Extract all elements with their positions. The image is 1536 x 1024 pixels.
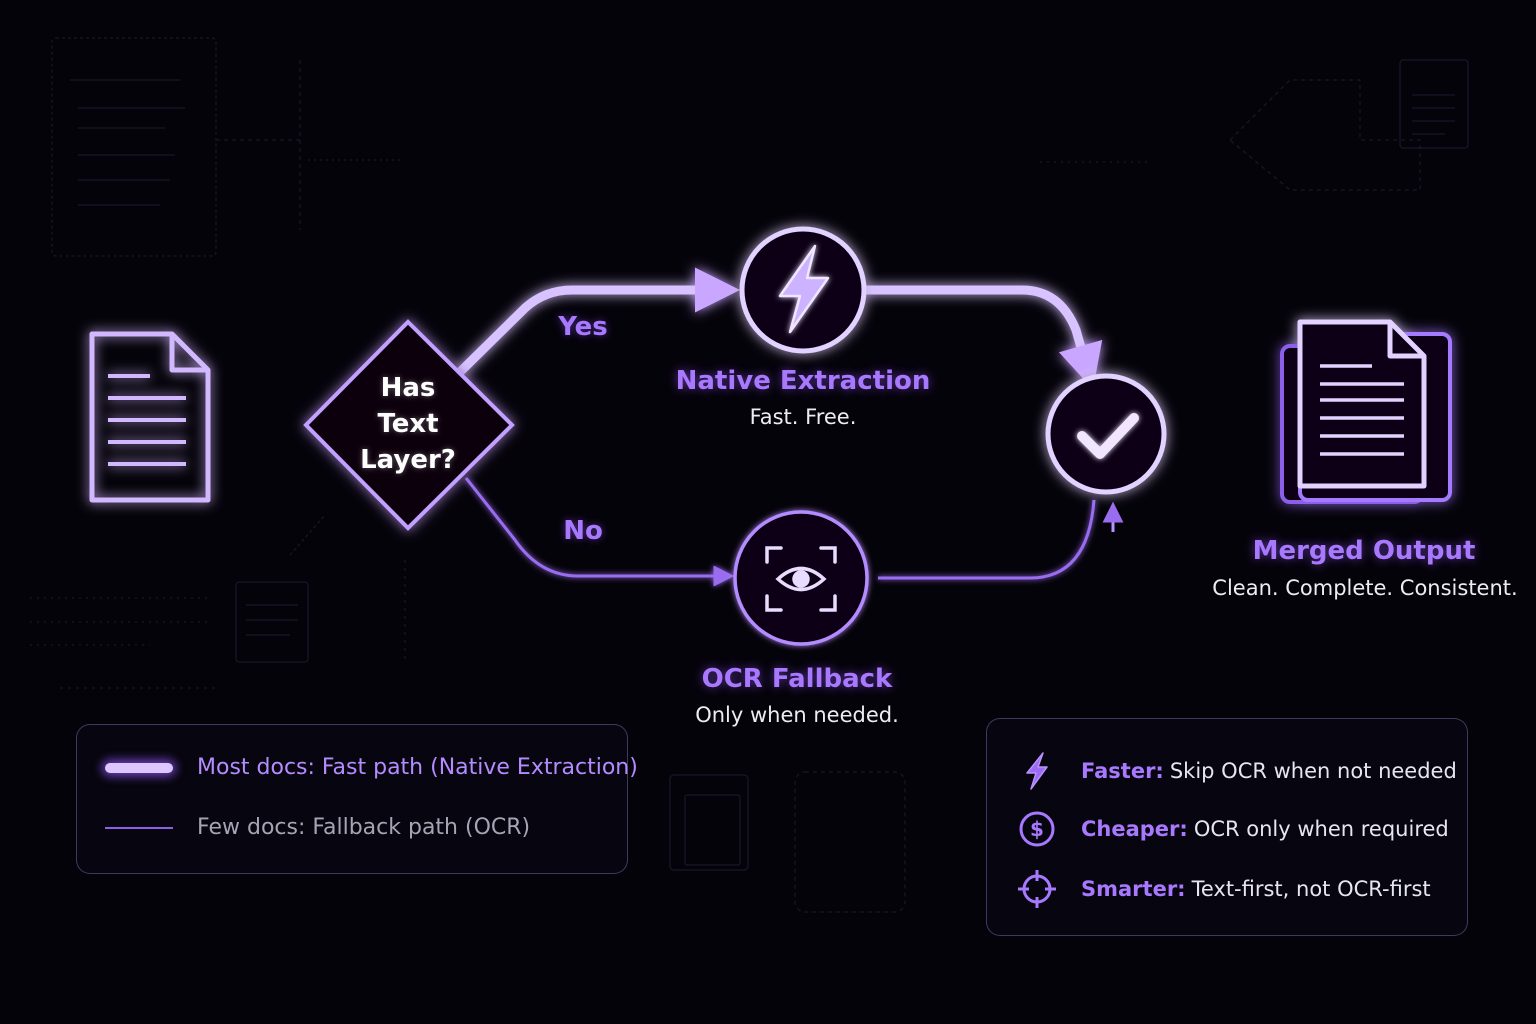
ocr-fallback-subtitle: Only when needed.: [695, 703, 899, 727]
merged-output-title: Merged Output: [1252, 536, 1476, 566]
native-extraction-title: Native Extraction: [675, 366, 931, 396]
legend-fast-label: Most docs: Fast path (Native Extraction): [197, 755, 638, 780]
legend-fallback-label: Few docs: Fallback path (OCR): [197, 815, 531, 840]
benefit-faster-text: Skip OCR when not needed: [1169, 759, 1457, 783]
fallback-path-to-merge: [878, 499, 1096, 580]
ocr-fallback-title: OCR Fallback: [701, 664, 893, 694]
merge-check-node: [1045, 373, 1167, 495]
benefit-row-faster: Faster:Skip OCR when not needed: [1015, 749, 1457, 793]
ocr-fallback-node: [733, 510, 869, 646]
benefit-smarter-key: Smarter:: [1081, 877, 1186, 901]
lightning-icon: [1026, 752, 1048, 790]
fast-path-to-merge: [861, 285, 1103, 390]
input-document-icon: [89, 331, 211, 503]
decision-diamond: [303, 319, 515, 531]
decision-line-1: Has: [380, 373, 436, 403]
scan-eye-icon: [765, 546, 837, 612]
check-icon: [1077, 413, 1139, 459]
merged-output-documents-icon: [1280, 319, 1452, 504]
lightning-icon: [778, 244, 830, 334]
fallback-path-to-ocr: [464, 477, 735, 587]
no-branch-label: No: [563, 516, 603, 546]
background-decor: [30, 37, 1469, 913]
legend-panel: Most docs: Fast path (Native Extraction)…: [76, 724, 638, 874]
fast-path-to-native: [455, 267, 740, 377]
benefit-smarter-text: Text-first, not OCR-first: [1191, 877, 1431, 901]
native-extraction-node: [739, 226, 867, 354]
benefit-row-smarter: Smarter:Text-first, not OCR-first: [1015, 867, 1431, 911]
legend-row-fast: Most docs: Fast path (Native Extraction): [105, 755, 638, 780]
decision-label: Has Text Layer?: [348, 370, 468, 478]
benefit-faster-key: Faster:: [1081, 759, 1164, 783]
legend-row-fallback: Few docs: Fallback path (OCR): [105, 815, 530, 840]
decision-line-3: Layer?: [360, 445, 456, 475]
dollar-icon: $: [1019, 811, 1055, 847]
merged-output-subtitle: Clean. Complete. Consistent.: [1212, 576, 1518, 600]
decision-line-2: Text: [377, 409, 439, 439]
benefit-cheaper-key: Cheaper:: [1081, 817, 1188, 841]
benefit-row-cheaper: $ Cheaper:OCR only when required: [1015, 807, 1449, 851]
target-icon: [1018, 870, 1056, 908]
native-extraction-subtitle: Fast. Free.: [749, 405, 857, 429]
legend-fallback-swatch: [105, 826, 173, 829]
benefits-panel: Faster:Skip OCR when not needed $ Cheape…: [986, 718, 1468, 936]
benefit-cheaper-text: OCR only when required: [1193, 817, 1449, 841]
legend-fast-swatch: [105, 762, 173, 773]
svg-text:$: $: [1030, 817, 1044, 841]
yes-branch-label: Yes: [558, 312, 608, 342]
